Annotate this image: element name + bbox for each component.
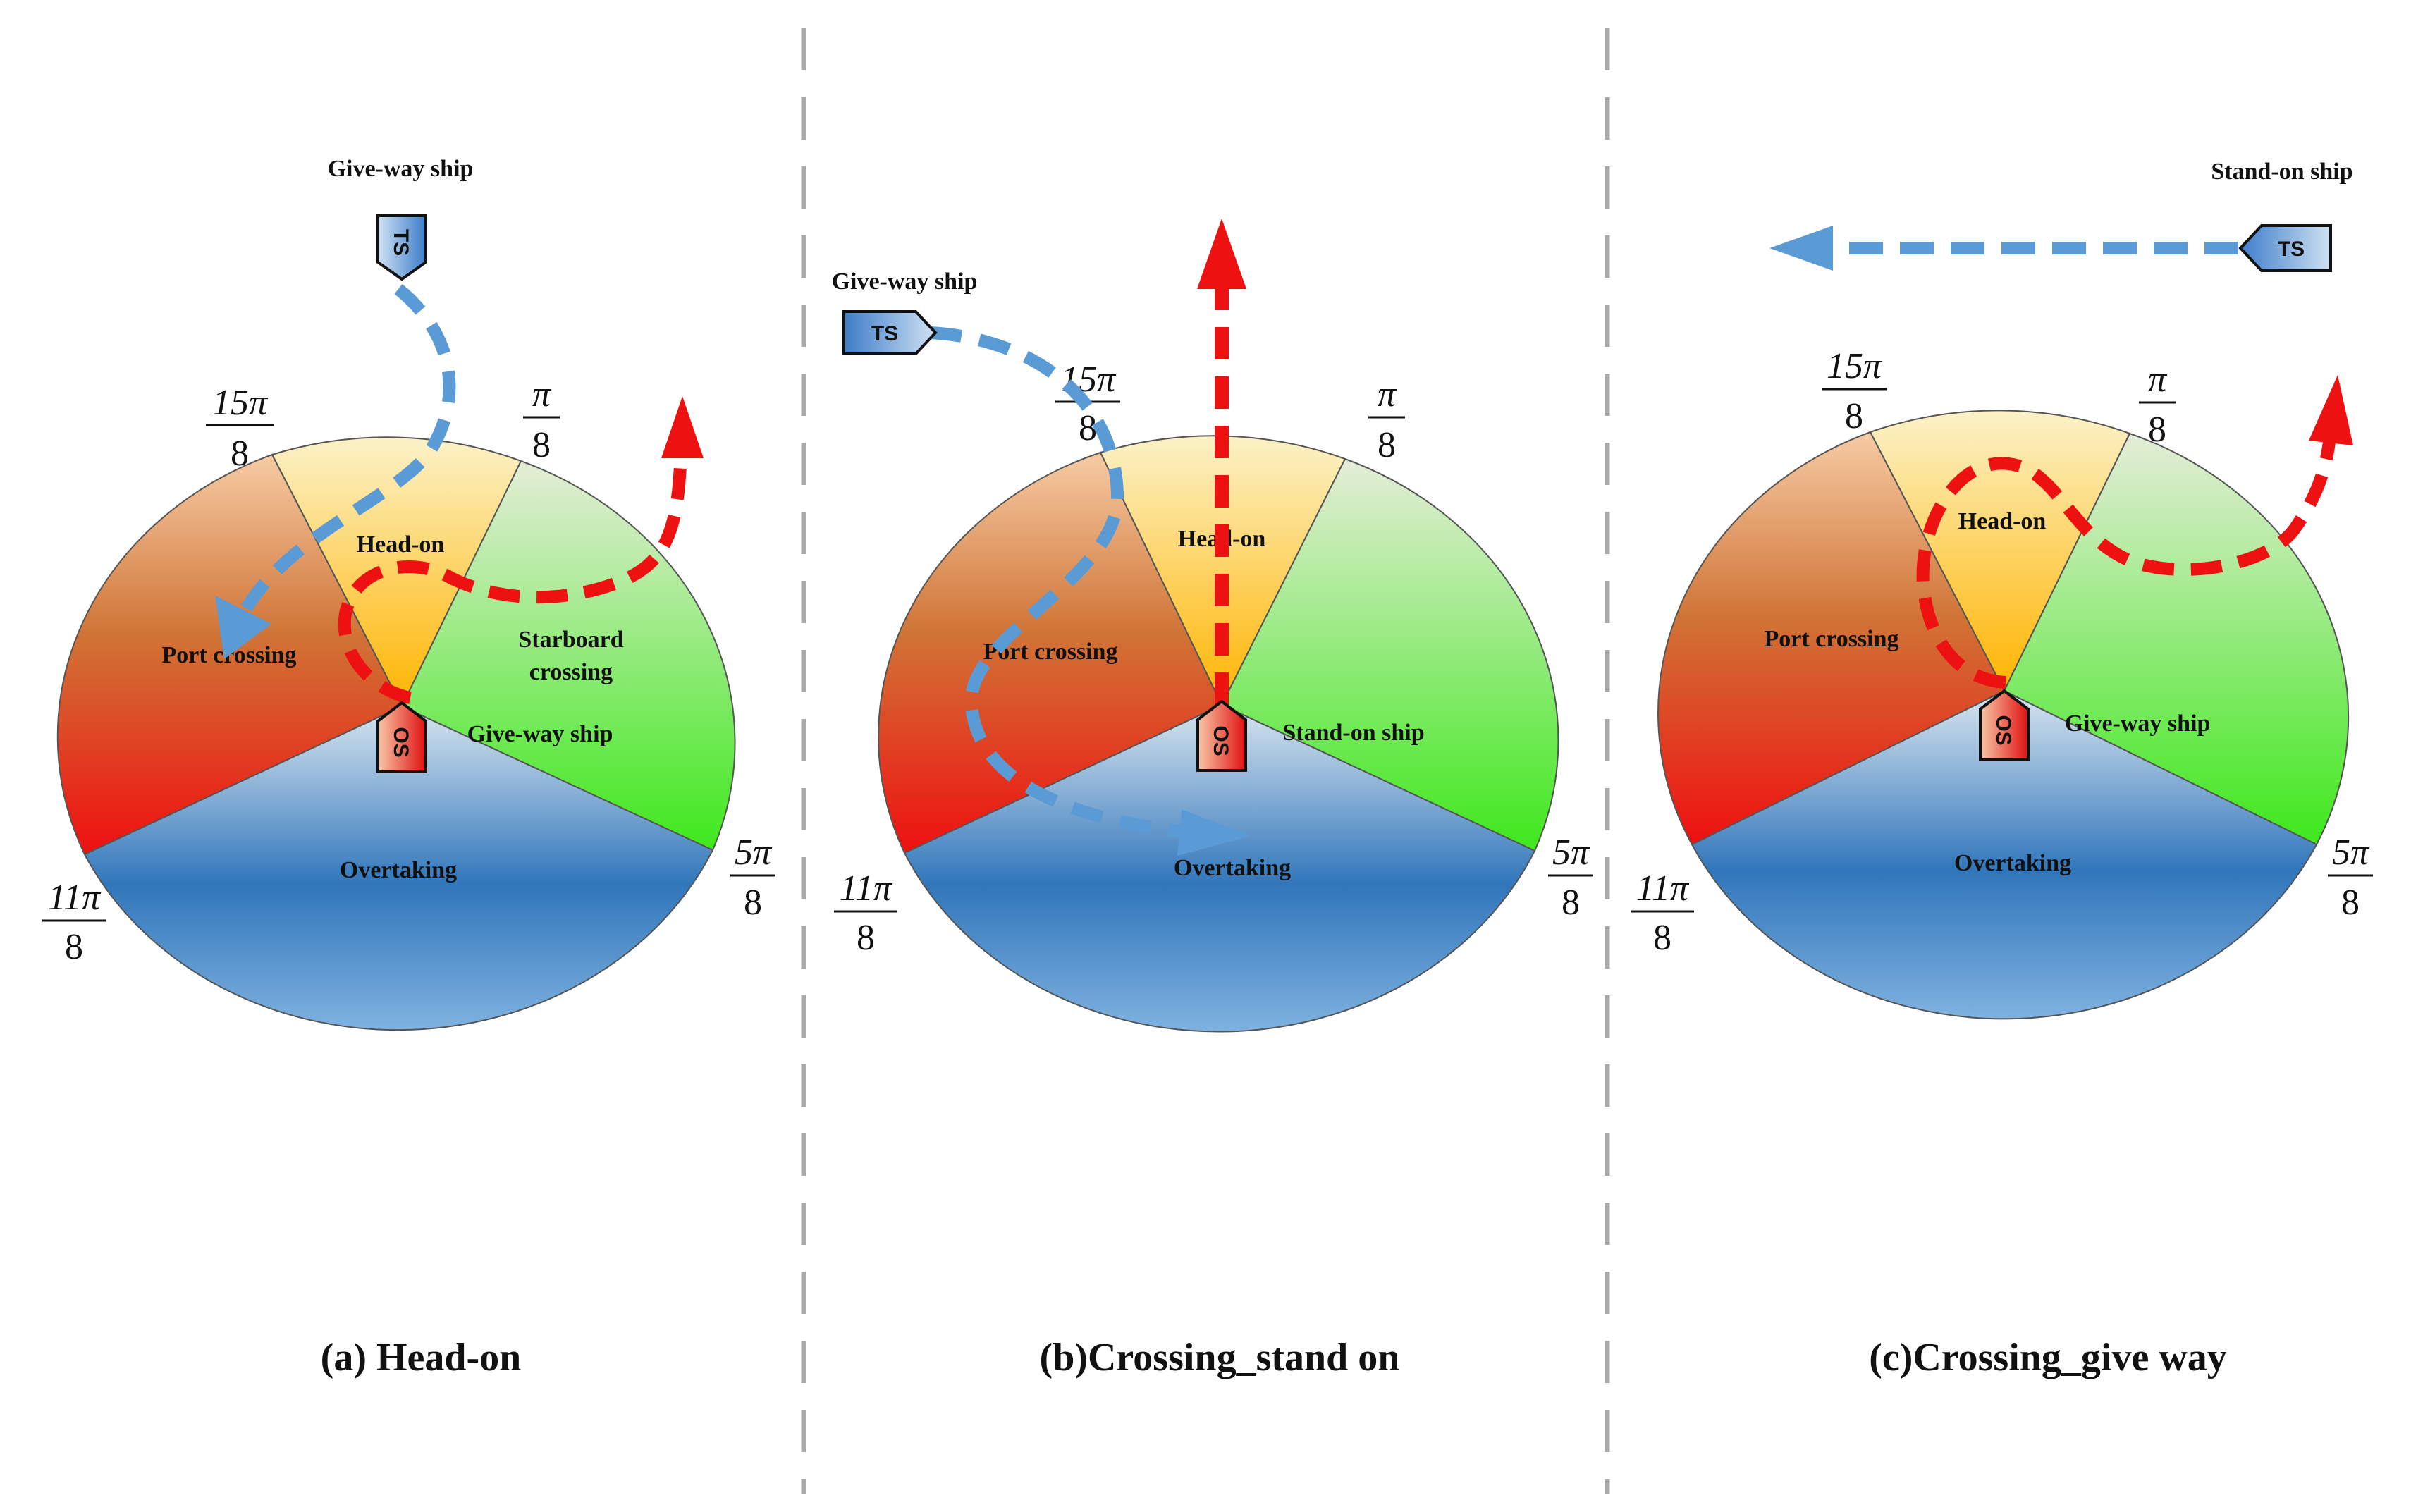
panel-b: Head-on Port crossing Overtaking Stand-o… [832,219,1593,1379]
sector-label-overtaking: Overtaking [1954,850,2071,876]
sector-head-on [1869,410,2131,693]
svg-text:8: 8 [1653,918,1671,958]
angle-5pi-8: 5π 8 [730,832,775,923]
svg-text:15π: 15π [212,383,269,423]
sector-label-port-crossing: Port crossing [1764,626,1898,652]
own-ship-path-arrowhead [1197,219,1246,289]
target-ship-role-label: Give-way ship [832,269,978,295]
own-ship-path-arrowhead [661,396,704,458]
panel-a: Head-on Port crossing Starboard crossing… [42,156,775,1379]
svg-text:11π: 11π [48,878,102,918]
svg-text:8: 8 [744,883,762,923]
sector-overtaking [1691,689,2318,1020]
angle-pi-8: π 8 [2139,359,2176,450]
svg-text:8: 8 [1378,425,1396,465]
own-ship-path [1916,436,2336,689]
angle-15pi-8: 15π 8 [206,383,274,474]
own-ship-role-label: Give-way ship [467,721,613,747]
target-ship-path-arrowhead [1769,226,1833,271]
own-ship-path-arrowhead [2309,375,2353,445]
svg-text:TS: TS [871,322,898,345]
own-ship-role-label: Stand-on ship [1282,720,1424,746]
own-ship: OS [1979,689,2030,761]
own-ship-path [338,465,687,704]
angle-11pi-8: 11π 8 [42,878,106,967]
sector-label-overtaking: Overtaking [340,857,457,883]
angle-11pi-8: 11π 8 [1631,868,1694,958]
svg-text:8: 8 [857,918,875,958]
own-ship: OS [376,701,427,773]
target-ship: TS [842,310,938,355]
svg-text:TS: TS [389,229,412,256]
target-ship: TS [376,214,427,281]
target-ship: TS [2238,224,2332,272]
sector-label-head-on: Head-on [357,531,445,558]
svg-text:OS: OS [1209,725,1232,756]
angle-pi-8: π 8 [523,374,560,465]
svg-text:8: 8 [532,425,551,465]
sector-starboard-crossing [1220,457,1559,852]
own-ship-role-label: Give-way ship [2065,711,2211,737]
sector-label-starboard-line-1: Starboard [518,627,623,653]
sector-starboard-crossing [2003,432,2350,846]
sector-label-starboard-line-2: crossing [529,659,613,685]
sector-head-on [271,436,522,708]
svg-text:8: 8 [2341,883,2360,923]
sector-overtaking [83,705,714,1031]
angle-pi-8: π 8 [1368,374,1405,465]
panel-c: Head-on Port crossing Overtaking Give-wa… [1631,159,2373,1379]
panel-caption: (a) Head-on [321,1336,522,1379]
svg-text:OS: OS [1992,715,2015,745]
angle-5pi-8: 5π 8 [2328,832,2373,923]
svg-text:5π: 5π [735,832,773,873]
angle-15pi-8: 15π 8 [1822,346,1887,436]
own-ship: OS [1196,699,1247,772]
svg-text:5π: 5π [1552,832,1590,873]
sector-overtaking [903,703,1536,1033]
angle-5pi-8: 5π 8 [1548,832,1593,923]
svg-text:π: π [532,374,552,414]
sector-label-head-on: Head-on [1958,508,2047,534]
panel-caption: (c)Crossing_give way [1869,1336,2227,1379]
svg-text:11π: 11π [840,868,893,909]
target-ship-path-arrowhead [215,596,271,659]
svg-text:8: 8 [2148,410,2166,450]
target-ship-path [233,283,456,624]
panel-caption: (b)Crossing_stand on [1040,1336,1400,1379]
sector-wheel [1657,410,2350,1020]
svg-text:8: 8 [65,927,83,967]
svg-text:8: 8 [231,434,249,474]
svg-text:15π: 15π [1827,346,1883,386]
svg-text:8: 8 [1845,396,1863,436]
sector-port-crossing [878,451,1223,854]
angle-11pi-8: 11π 8 [834,868,897,958]
svg-text:OS: OS [389,727,412,757]
svg-text:8: 8 [1562,883,1580,923]
target-ship-role-label: Stand-on ship [2211,159,2352,185]
svg-text:11π: 11π [1636,868,1690,909]
sector-wheel [878,435,1559,1033]
sector-label-overtaking: Overtaking [1174,855,1291,881]
target-ship-path [930,326,1185,838]
svg-text:π: π [1378,374,1397,414]
target-ship-role-label: Give-way ship [328,156,474,182]
sector-port-crossing [1657,431,2006,846]
target-ship-path-arrowhead [1177,809,1251,856]
svg-text:TS: TS [2278,238,2305,261]
svg-text:5π: 5π [2332,832,2370,873]
svg-text:π: π [2148,359,2168,400]
